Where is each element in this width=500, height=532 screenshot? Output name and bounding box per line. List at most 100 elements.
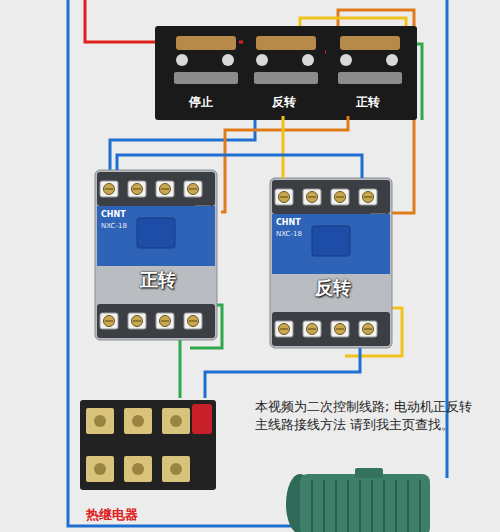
thermal-relay: 热继电器	[78, 398, 218, 528]
push-button: 正转	[326, 30, 410, 116]
terminal-screw	[279, 324, 290, 335]
terminal	[184, 181, 202, 197]
thermal-relay	[80, 400, 216, 490]
push-button: 停止	[163, 30, 239, 116]
armature-button	[137, 218, 175, 248]
terminal-screw	[94, 463, 106, 475]
part-label: 正转	[95, 270, 221, 291]
terminal	[156, 313, 174, 329]
screw-slot	[105, 188, 113, 189]
terminal-screw	[363, 192, 374, 203]
note: 本视频为二次控制线路; 电动机正反转主线路接线方法 请到我主页查找。	[255, 398, 477, 433]
screw-slot	[336, 196, 344, 197]
brand-label: CHNT	[101, 210, 126, 219]
screw-slot	[280, 328, 288, 329]
screw-slot	[280, 196, 288, 197]
armature-button	[312, 226, 350, 256]
contactor-face	[97, 206, 215, 266]
fin	[407, 480, 409, 532]
wire	[325, 51, 326, 54]
screw-slot	[161, 320, 169, 321]
screw-slot	[308, 328, 316, 329]
terminal-screw	[335, 324, 346, 335]
contact-screw	[302, 54, 314, 66]
wire	[239, 41, 243, 44]
relay-terminal	[124, 456, 152, 482]
screw-slot	[189, 188, 197, 189]
screw-slot	[364, 196, 372, 197]
terminal-screw	[335, 192, 346, 203]
push-button: 反转	[243, 30, 325, 116]
wire	[221, 116, 348, 212]
contact-bridge	[256, 36, 316, 50]
contact-bridge	[176, 36, 236, 50]
part-label: 反转	[270, 278, 396, 299]
contact-bridge	[340, 36, 400, 50]
fin	[419, 480, 421, 532]
fin	[359, 480, 361, 532]
contact-screw	[176, 54, 188, 66]
relay-terminal	[86, 456, 114, 482]
terminal	[184, 313, 202, 329]
terminal	[100, 313, 118, 329]
contact-screw	[386, 54, 398, 66]
terminal-screw	[104, 184, 115, 195]
contactor-body	[95, 170, 217, 340]
brand-label: NXC-18	[276, 230, 302, 238]
terminal-screw	[188, 184, 199, 195]
terminal-screw	[132, 415, 144, 427]
terminal	[128, 313, 146, 329]
terminal-strip	[97, 172, 215, 206]
terminal	[359, 189, 377, 205]
parts	[86, 36, 402, 482]
relay-terminal	[86, 408, 114, 434]
contact-plate	[174, 72, 238, 84]
part-label: 反转	[243, 96, 325, 110]
relay-dial	[192, 404, 212, 434]
button-panel	[155, 26, 417, 120]
fin	[335, 480, 337, 532]
brand-label: CHNT	[276, 218, 301, 227]
terminal	[303, 189, 321, 205]
motor	[300, 474, 430, 532]
terminal-screw	[132, 184, 143, 195]
terminal	[100, 181, 118, 197]
part-label: 热继电器	[86, 508, 138, 523]
terminal-screw	[188, 316, 199, 327]
terminal-screw	[170, 415, 182, 427]
motor-terminal-box	[355, 468, 383, 478]
screw-slot	[133, 320, 141, 321]
contact-plate	[254, 72, 318, 84]
contactor: CHNT NXC-18 正转	[95, 170, 221, 340]
fin	[347, 480, 349, 532]
relay-terminal	[124, 408, 152, 434]
part-label: 正转	[326, 96, 410, 110]
wire	[110, 118, 255, 170]
screw-slot	[161, 188, 169, 189]
terminal-screw	[170, 463, 182, 475]
terminal	[156, 181, 174, 197]
contact-screw	[340, 54, 352, 66]
terminal-screw	[132, 463, 144, 475]
terminal	[331, 189, 349, 205]
wire	[117, 155, 362, 178]
wire	[179, 340, 182, 398]
terminal-screw	[363, 324, 374, 335]
contactor: CHNT NXC-18 反转	[270, 178, 396, 348]
screw-slot	[105, 320, 113, 321]
terminal	[331, 321, 349, 337]
brand-label: NXC-18	[101, 222, 127, 230]
wire	[205, 348, 360, 398]
terminal-screw	[104, 316, 115, 327]
terminal-strip	[272, 312, 390, 346]
terminal	[275, 189, 293, 205]
contact-screw	[222, 54, 234, 66]
terminal-screw	[160, 316, 171, 327]
contact-screw	[256, 54, 268, 66]
contactor-face	[272, 214, 390, 274]
terminal	[275, 321, 293, 337]
terminal-strip	[272, 180, 390, 214]
contact-plate	[338, 72, 402, 84]
